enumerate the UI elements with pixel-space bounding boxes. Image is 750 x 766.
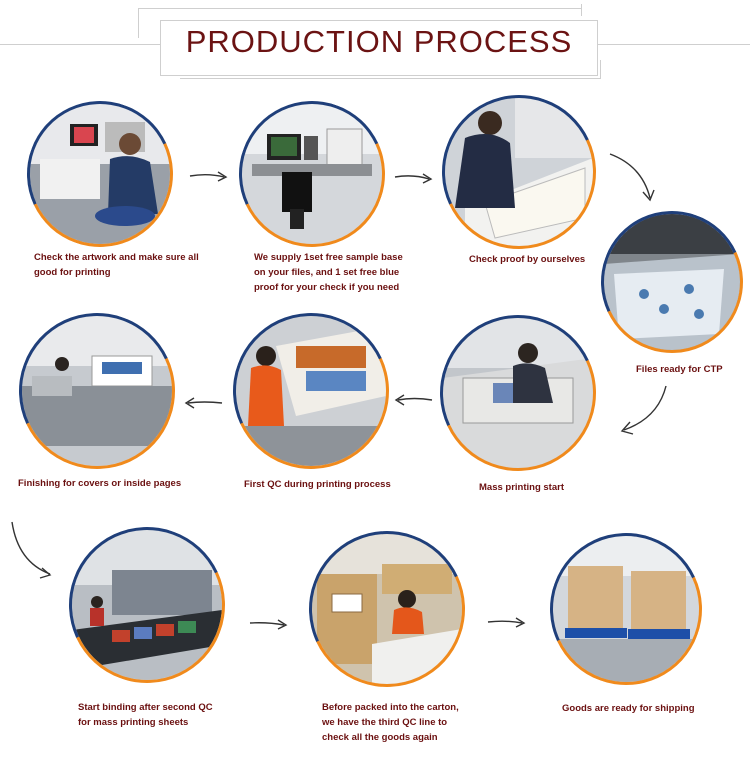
arrow-down-icon	[609, 153, 655, 202]
title-bracket-right	[581, 4, 582, 16]
step-caption-5: Mass printing start	[479, 482, 564, 493]
step-caption-6: First QC during printing process	[244, 479, 391, 490]
arrow-right-icon	[189, 171, 228, 182]
title-box	[160, 20, 598, 76]
ring-accent-orange	[420, 73, 618, 271]
step-caption-7: Finishing for covers or inside pages	[18, 478, 182, 489]
step-caption-10: Goods are ready for shipping	[562, 703, 695, 714]
ring-accent-orange	[0, 291, 197, 491]
step-caption-4: Files ready for CTP	[636, 364, 723, 375]
ring-accent-orange	[580, 190, 750, 374]
finishing-photo	[22, 316, 172, 466]
packing-photo	[312, 534, 462, 684]
arrow-down-icon	[11, 521, 52, 579]
ring-accent-orange	[528, 511, 724, 707]
ring-accent-orange	[418, 293, 618, 493]
arrow-right-icon	[487, 617, 526, 628]
title-bracket-top	[138, 8, 582, 9]
arrow-right-icon	[394, 173, 433, 184]
title-bracket-bottom	[180, 78, 600, 79]
binding-line-photo	[72, 530, 222, 680]
proof-check-photo	[445, 98, 593, 246]
title-line-left	[0, 44, 160, 45]
title-bracket-left	[138, 8, 139, 38]
title-line-right	[597, 44, 750, 45]
first-qc-photo	[236, 316, 386, 466]
ring-accent-orange	[47, 505, 247, 705]
ring-accent-orange	[218, 80, 406, 268]
ring-accent-orange	[211, 291, 411, 491]
ring-accent-orange	[6, 80, 194, 268]
ctp-plate-photo	[604, 214, 740, 350]
page-title: PRODUCTION PROCESS	[185, 24, 573, 59]
arrow-left-icon	[184, 397, 223, 409]
step-caption-9: Before packed into the carton,we have th…	[322, 702, 459, 743]
mass-printing-photo	[443, 318, 593, 468]
arrow-left-icon	[394, 394, 433, 406]
title-bracket-bottom-right	[600, 60, 601, 79]
arrow-right-icon	[249, 619, 288, 630]
arrow-down-left-icon	[620, 385, 667, 435]
step-caption-3: Check proof by ourselves	[469, 254, 586, 265]
ring-accent-orange	[287, 509, 487, 709]
